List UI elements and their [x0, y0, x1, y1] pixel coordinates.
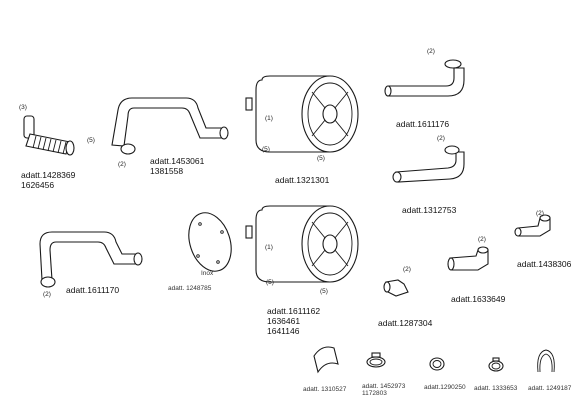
label-1453061: adatt.1453061 1381558 [150, 156, 205, 176]
callout-1-a: (1) [265, 115, 273, 122]
part-1428369-corrugated-pipe [23, 115, 75, 156]
label-1438306: adatt.1438306 [517, 259, 572, 269]
part-1321301-muffler [245, 75, 359, 153]
part-1453061-bent-pipe [111, 97, 229, 155]
label-1249187: adatt. 1249187 [528, 385, 572, 392]
label-1310527: adatt. 1310527 [303, 386, 347, 393]
part-1290250-clamp [429, 357, 445, 371]
label-1333653: adatt. 1333653 [474, 385, 518, 392]
label-1611162: adatt.1611162 1636461 1641146 [267, 306, 321, 336]
callout-5-d: (5) [266, 279, 274, 286]
callout-2-c: (2) [437, 135, 445, 142]
callout-2-f: (2) [478, 236, 486, 243]
callout-2-e: (2) [536, 210, 544, 217]
callout-2-d: (2) [43, 291, 51, 298]
part-1287304-short-elbow [383, 279, 409, 297]
part-1611170-bent-pipe [39, 231, 143, 288]
callout-1-b: (1) [265, 244, 273, 251]
label-1633649: adatt.1633649 [451, 294, 506, 304]
part-1310527-sleeve [313, 346, 339, 374]
callout-3: (3) [19, 104, 27, 111]
part-1611162-muffler [245, 205, 359, 283]
callout-5-b: (5) [262, 146, 270, 153]
label-1290250: adatt.1290250 [424, 384, 466, 391]
part-1452973-clamp [366, 352, 386, 368]
label-1312753: adatt.1312753 [402, 205, 457, 215]
part-1611176-pipe [384, 59, 465, 97]
label-1428369: adatt.1428369 1626456 [21, 170, 76, 190]
label-1248785: adatt. 1248785 [168, 285, 212, 292]
callout-5-c: (5) [317, 155, 325, 162]
label-1611176: adatt.1611176 [396, 119, 450, 129]
label-1287304: adatt.1287304 [378, 318, 433, 328]
callout-5-e: (5) [320, 288, 328, 295]
callout-2-a: (2) [118, 161, 126, 168]
part-1633649-elbow [447, 246, 489, 271]
callout-5-a: (5) [87, 137, 95, 144]
part-1249187-hanger [537, 349, 555, 373]
label-1452973: adatt. 1452973 1172803 [362, 383, 406, 397]
callout-2-b: (2) [427, 48, 435, 55]
part-1438306-elbow [514, 214, 551, 237]
callout-2-g: (2) [403, 266, 411, 273]
part-1248785-plate [188, 212, 232, 272]
part-1333653-clamp [488, 357, 504, 372]
label-inox: Inox [201, 270, 214, 277]
label-1321301: adatt.1321301 [275, 175, 330, 185]
part-1312753-pipe [392, 145, 465, 183]
label-1611170: adatt.1611170 [66, 285, 120, 295]
